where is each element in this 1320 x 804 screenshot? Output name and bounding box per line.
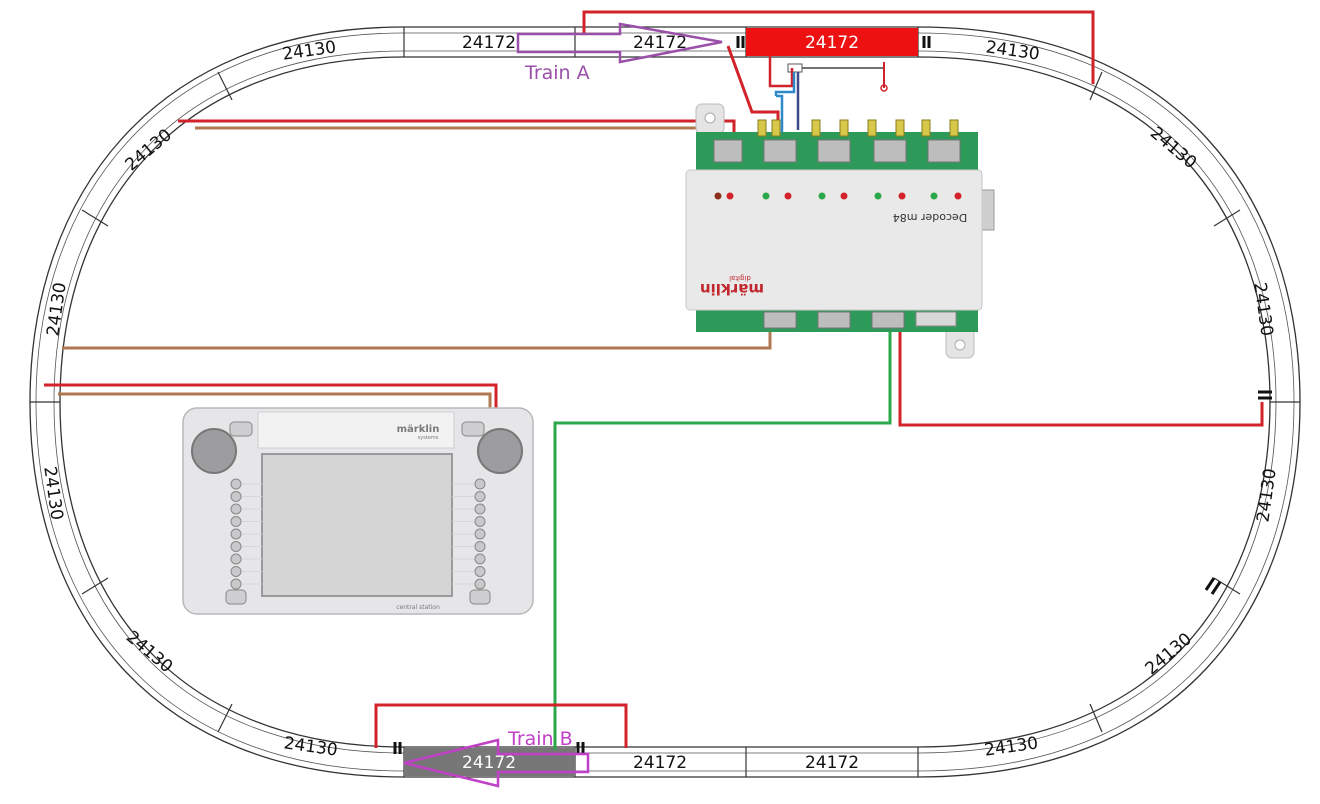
wire-red — [898, 322, 1264, 427]
right-knob — [477, 428, 523, 474]
function-button — [474, 503, 486, 515]
train-a-label: Train A — [524, 62, 590, 84]
train-b-label: Train B — [507, 728, 573, 750]
function-button — [230, 566, 242, 577]
track-joint — [217, 71, 233, 101]
contact-track-red — [746, 28, 918, 56]
function-button — [230, 578, 242, 590]
track-middle-rail — [35, 32, 1295, 772]
function-button — [230, 491, 242, 502]
track-middle-rail-2 — [53, 50, 1277, 754]
track-label: 24130 — [122, 125, 176, 175]
signal — [787, 62, 888, 92]
track-label: 24130 — [985, 37, 1041, 64]
track-label: 24172 — [805, 33, 859, 53]
wire-green — [553, 322, 892, 750]
central-station-brand-sub: systems — [418, 435, 439, 441]
train-b-arrow — [403, 738, 590, 788]
track-label: 24172 — [462, 753, 516, 773]
track-label: 24130 — [1253, 467, 1280, 523]
wire-red — [374, 703, 628, 748]
wire-blue — [776, 94, 784, 140]
function-button — [230, 516, 242, 527]
track-label: 24130 — [281, 37, 337, 64]
decoder-brand: märklin — [700, 280, 764, 298]
track-joint — [217, 703, 233, 733]
track-label: 24130 — [1142, 629, 1196, 679]
wire-brown — [62, 320, 772, 350]
track-inner-rail — [59, 56, 1271, 748]
track-label: 24130 — [983, 733, 1039, 760]
wire-brown — [195, 126, 722, 140]
decoder-model-label: Decoder m84 — [893, 211, 968, 224]
train-a: Train A — [516, 22, 723, 84]
train-b: Train B — [403, 728, 590, 788]
function-button — [230, 503, 242, 515]
function-button — [474, 553, 486, 565]
wire-red — [582, 10, 1095, 84]
central-station: märklin systems central station — [182, 407, 534, 615]
track-label: 24172 — [805, 753, 859, 773]
wire-red — [44, 383, 498, 408]
train-a-arrow — [516, 22, 723, 64]
function-button — [474, 566, 486, 577]
track-oval: 24172 24172 24172 24172 24172 24172 2413… — [29, 26, 1301, 778]
track-joint — [81, 209, 109, 227]
insulator-mark — [1204, 577, 1216, 591]
track-label: 24130 — [43, 281, 70, 337]
function-button — [230, 541, 242, 552]
track-joint — [1213, 577, 1241, 595]
decoder-brand-sub: digital — [729, 274, 751, 282]
track-joint — [1089, 703, 1103, 733]
central-station-screen — [261, 453, 453, 597]
track-joint — [81, 577, 109, 595]
track-label: 24130 — [1249, 281, 1276, 337]
wiring — [44, 10, 1264, 750]
wire-brown — [58, 392, 492, 408]
track-label: 24172 — [633, 753, 687, 773]
central-station-caption: central station — [396, 604, 440, 611]
function-button — [474, 578, 486, 590]
track-outer-rail — [29, 26, 1301, 778]
track-label: 24130 — [39, 465, 66, 521]
function-button — [230, 478, 242, 490]
track-label: 24130 — [283, 733, 339, 760]
decoder-body — [685, 169, 983, 311]
function-button — [474, 528, 486, 540]
function-button — [474, 478, 486, 490]
wire-red — [178, 119, 736, 140]
function-button — [474, 491, 486, 502]
track-joint — [1213, 209, 1241, 227]
decoder-m84: Decoder m84 märklin digital — [685, 103, 995, 359]
central-station-brand: märklin — [397, 424, 440, 435]
track-label: 24130 — [1146, 123, 1200, 173]
track-label: 24172 — [633, 33, 687, 53]
left-knob — [191, 428, 237, 474]
insulator-mark — [1210, 581, 1222, 595]
function-button — [230, 528, 242, 540]
function-button — [474, 516, 486, 527]
wire-blue — [774, 72, 796, 96]
wire-red — [768, 56, 794, 88]
track-joint — [1089, 71, 1103, 101]
function-button — [474, 541, 486, 552]
track-label: 24130 — [122, 627, 176, 677]
function-button — [230, 553, 242, 565]
track-label: 24172 — [462, 33, 516, 53]
